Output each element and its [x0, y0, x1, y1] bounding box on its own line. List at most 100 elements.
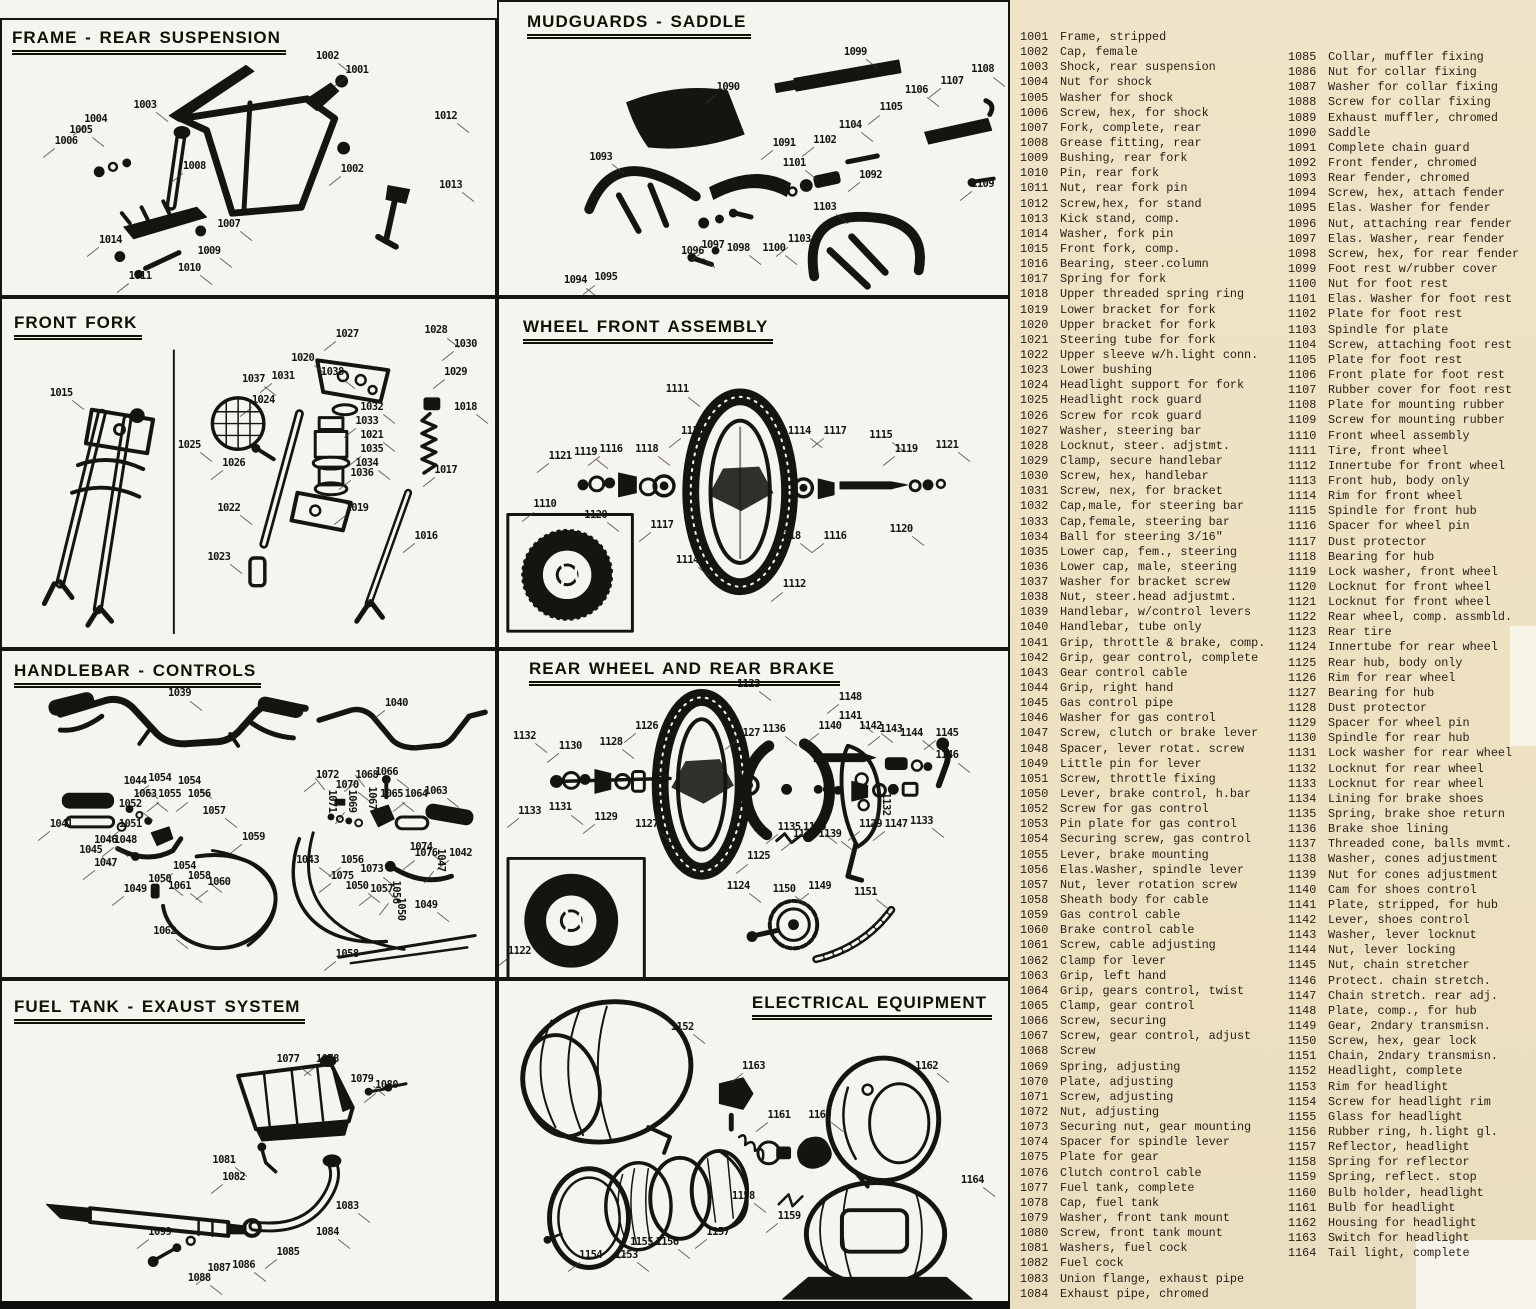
part-description: Washer, steering bar — [1060, 423, 1202, 438]
part-description: Securing screw, gas control — [1060, 832, 1252, 847]
callout-1035: 1035 — [360, 442, 384, 455]
callout-1114: 1114 — [787, 425, 811, 438]
part-description: Collar, muffler fixing — [1328, 50, 1484, 64]
callout-1116: 1116 — [599, 442, 623, 455]
part-number: 1051 — [1020, 771, 1049, 786]
part-number: 1100 — [1288, 277, 1317, 292]
callout-1023: 1023 — [207, 550, 231, 563]
frame-rear-suspension-diagram — [93, 64, 411, 279]
callout-1100: 1100 — [762, 242, 786, 255]
part-description: Screw, cable adjusting — [1060, 938, 1216, 953]
callout-1041: 1041 — [49, 817, 73, 830]
callout-1027: 1027 — [335, 327, 359, 340]
part-description: Locknut for front wheel — [1328, 595, 1491, 610]
part-description: Kick stand, comp. — [1060, 211, 1181, 226]
part-number: 1158 — [1288, 1155, 1317, 1170]
part-description: Grip, left hand — [1060, 968, 1167, 983]
part-description: Lining for brake shoes — [1328, 791, 1484, 806]
part-description: Bearing for hub — [1328, 685, 1435, 700]
part-description: Plate, adjusting — [1060, 1074, 1174, 1089]
callout-1014: 1014 — [99, 234, 122, 246]
callout-1056: 1056 — [340, 853, 364, 866]
callout-1127: 1127 — [635, 817, 659, 830]
callout-1025: 1025 — [177, 439, 201, 452]
part-description: Nut for collar fixing — [1328, 65, 1477, 80]
panel-front-fork: FRONT FORK — [0, 297, 497, 649]
callout-1011: 1011 — [128, 269, 152, 282]
part-description: Lower bracket for fork — [1060, 302, 1216, 317]
part-description: Exhaust muffler, chromed — [1328, 110, 1498, 125]
callout-1132: 1132 — [512, 729, 536, 742]
callout-1090: 1090 — [716, 80, 740, 93]
callout-1154: 1154 — [579, 1248, 603, 1261]
callout-1087: 1087 — [207, 1261, 231, 1274]
callout-1065: 1065 — [380, 788, 403, 801]
callout-1057: 1057 — [202, 804, 226, 817]
part-number: 1064 — [1020, 983, 1049, 998]
part-description: Pin plate for gas control — [1060, 817, 1237, 832]
handlebar-controls-diagram — [48, 692, 488, 965]
callout-1013: 1013 — [439, 179, 463, 191]
part-description: Screw for collar fixing — [1328, 95, 1491, 110]
callout-1019: 1019 — [345, 501, 369, 514]
callout-1143: 1143 — [879, 723, 903, 736]
callout-1052: 1052 — [118, 798, 142, 811]
part-number: 1112 — [1288, 458, 1317, 473]
part-number: 1157 — [1288, 1140, 1317, 1155]
callout-1086: 1086 — [232, 1258, 256, 1271]
callout-1049: 1049 — [123, 882, 147, 895]
callout-1146: 1146 — [935, 749, 959, 762]
scan-artifact — [1416, 1240, 1536, 1309]
part-description: Bushing, rear fork — [1060, 151, 1188, 166]
callout-1069: 1069 — [346, 789, 359, 813]
part-number: 1008 — [1020, 135, 1049, 150]
part-number: 1015 — [1020, 241, 1049, 256]
part-description: Nut, chain stretcher — [1328, 958, 1470, 973]
part-description: Plate for foot rest — [1328, 307, 1463, 322]
callout-1120: 1120 — [584, 508, 608, 521]
callout-1049: 1049 — [414, 899, 438, 912]
callout-1129: 1129 — [594, 811, 618, 824]
part-description: Innertube for front wheel — [1328, 458, 1505, 473]
part-description: Headlight support for fork — [1060, 378, 1245, 393]
callout-1004: 1004 — [84, 113, 108, 125]
scan-artifact — [1510, 626, 1536, 746]
part-description: Sheath body for cable — [1060, 893, 1209, 908]
callout-1155: 1155 — [630, 1235, 653, 1248]
part-description: Innertube for rear wheel — [1328, 640, 1498, 655]
part-number: 1154 — [1288, 1094, 1317, 1109]
callout-1032: 1032 — [360, 400, 384, 413]
part-description: Plate, comp., for hub — [1328, 1003, 1477, 1018]
callout-1050: 1050 — [345, 879, 369, 892]
callout-1058: 1058 — [335, 948, 359, 961]
part-number: 1091 — [1288, 140, 1317, 155]
part-number: 1149 — [1288, 1019, 1317, 1033]
callout-1008: 1008 — [182, 159, 206, 172]
part-number: 1134 — [1288, 791, 1317, 806]
callout-1017: 1017 — [434, 463, 458, 476]
